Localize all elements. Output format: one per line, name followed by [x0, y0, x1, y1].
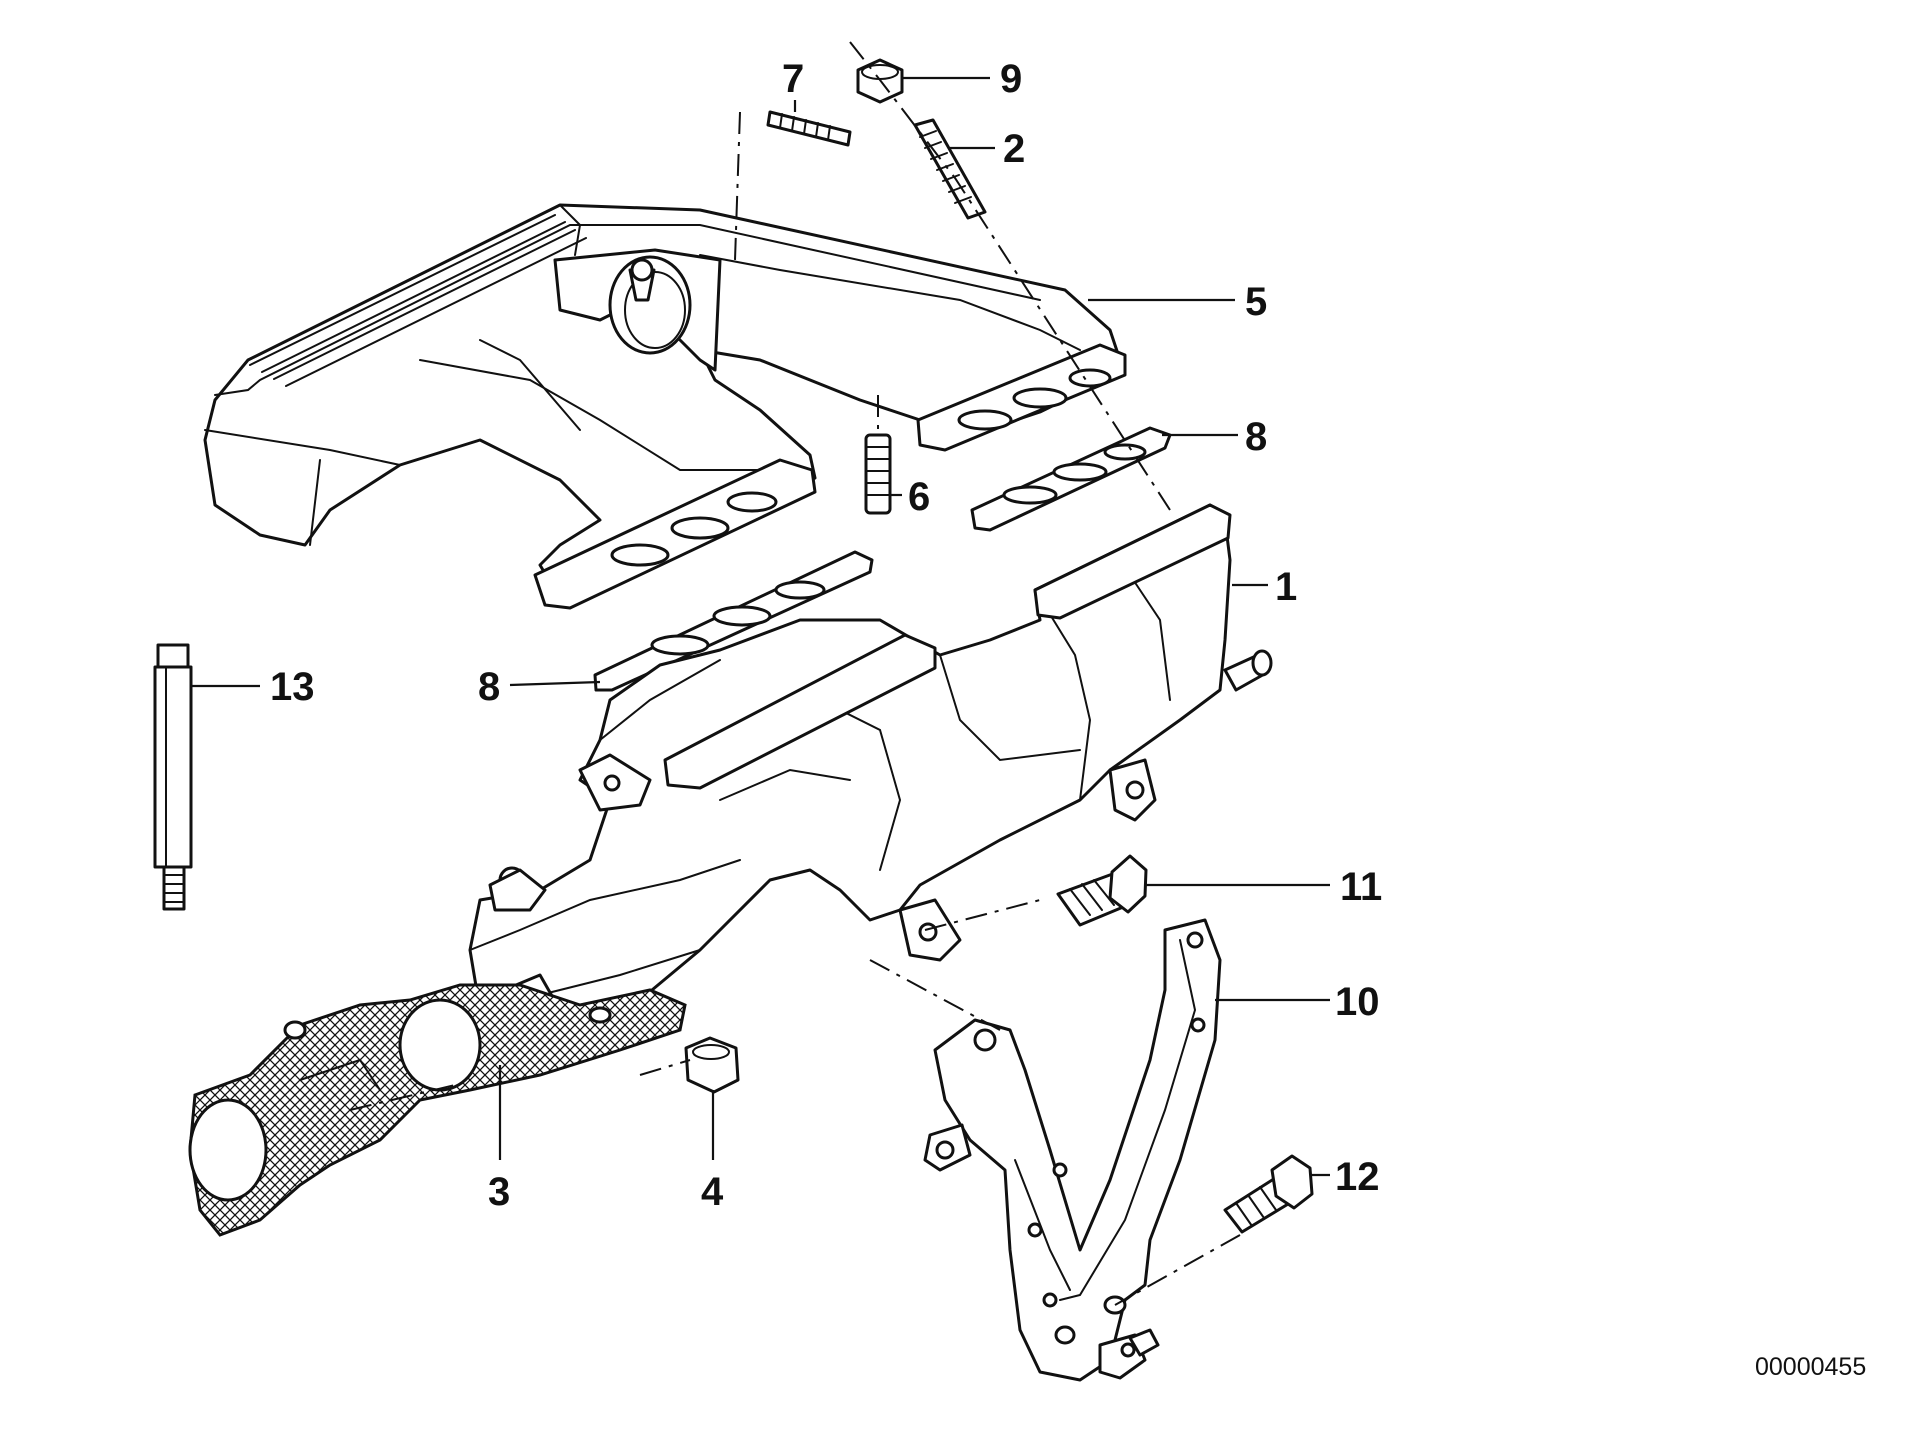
part-5-upper-manifold — [203, 203, 1127, 610]
assembly-lines — [349, 41, 1241, 1306]
leader-lines — [192, 76, 1330, 1177]
part-13-long-stud — [153, 643, 193, 911]
part-10-bracket — [923, 918, 1222, 1382]
callout-11: 11 — [1340, 865, 1382, 909]
part-6-stud — [864, 433, 892, 515]
callout-2: 2 — [1003, 127, 1025, 171]
callout-13: 13 — [270, 665, 315, 709]
callout-12: 12 — [1335, 1155, 1380, 1199]
callout-9: 9 — [1000, 57, 1022, 101]
callout-3: 3 — [488, 1170, 510, 1214]
callout-4: 4 — [701, 1170, 724, 1214]
part-2-stud — [913, 118, 987, 220]
callout-1: 1 — [1275, 565, 1297, 609]
part-8-gasket-rear — [970, 426, 1172, 532]
callout-5: 5 — [1245, 280, 1267, 324]
part-4-nut — [684, 1036, 740, 1094]
callouts: 9 7 2 5 8 6 1 13 8 11 10 12 3 4 — [270, 57, 1382, 1214]
callout-8-front: 8 — [478, 665, 500, 709]
callout-7: 7 — [782, 57, 804, 101]
part-8-gasket-front — [593, 550, 874, 692]
diagram-reference-number: 00000455 — [1755, 1353, 1866, 1381]
part-12-bolt — [1223, 1154, 1314, 1234]
part-7-stud — [766, 110, 852, 147]
callout-10: 10 — [1335, 980, 1380, 1024]
part-3-manifold-gasket — [188, 983, 687, 1237]
callout-8-rear: 8 — [1245, 415, 1267, 459]
part-11-bolt — [1056, 854, 1148, 927]
callout-6: 6 — [908, 475, 930, 519]
